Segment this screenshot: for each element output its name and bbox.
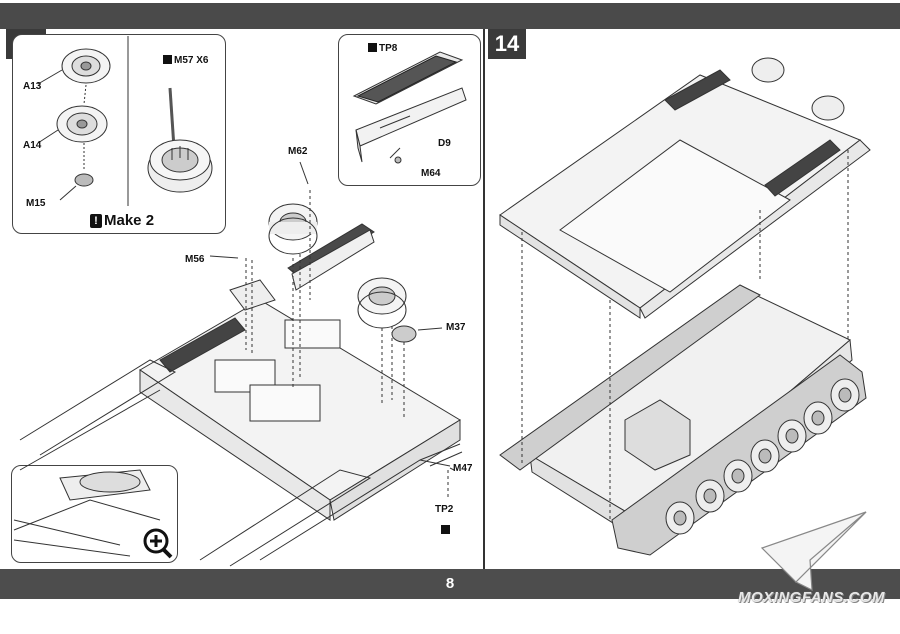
page-number: 8 (445, 575, 455, 592)
cement-icon (441, 525, 450, 534)
cement-icon (368, 43, 377, 52)
part-label-m37: M37 (446, 322, 466, 333)
part-label-m56: M56 (185, 254, 205, 265)
wheel-assembly-inset (12, 34, 226, 234)
part-label-m47: M47 (453, 463, 473, 474)
cement-icon (163, 55, 172, 64)
make-count: !Make 2 (90, 212, 154, 229)
step-14-badge: 14 (488, 29, 526, 59)
part-label-m64: M64 (421, 168, 441, 179)
watermark-text: MOXINGFANS.COM (738, 589, 886, 606)
part-label-m62: M62 (288, 146, 308, 157)
magnifier-plus-icon (143, 528, 173, 559)
paper-plane-logo (760, 511, 867, 592)
warning-icon: ! (90, 214, 102, 228)
part-label-m15: M15 (26, 198, 46, 209)
header-band (0, 3, 900, 29)
part-label-tp8: TP8 (379, 43, 398, 54)
part-label-d9: D9 (438, 138, 451, 149)
part-label-a14: A14 (23, 140, 42, 151)
part-label-m57: M57 X6 (174, 55, 209, 66)
part-label-tp2: TP2 (435, 504, 454, 515)
part-label-a13: A13 (23, 81, 42, 92)
footer-band (0, 569, 900, 599)
make-count-text: Make 2 (104, 212, 155, 229)
step-divider (483, 29, 485, 569)
